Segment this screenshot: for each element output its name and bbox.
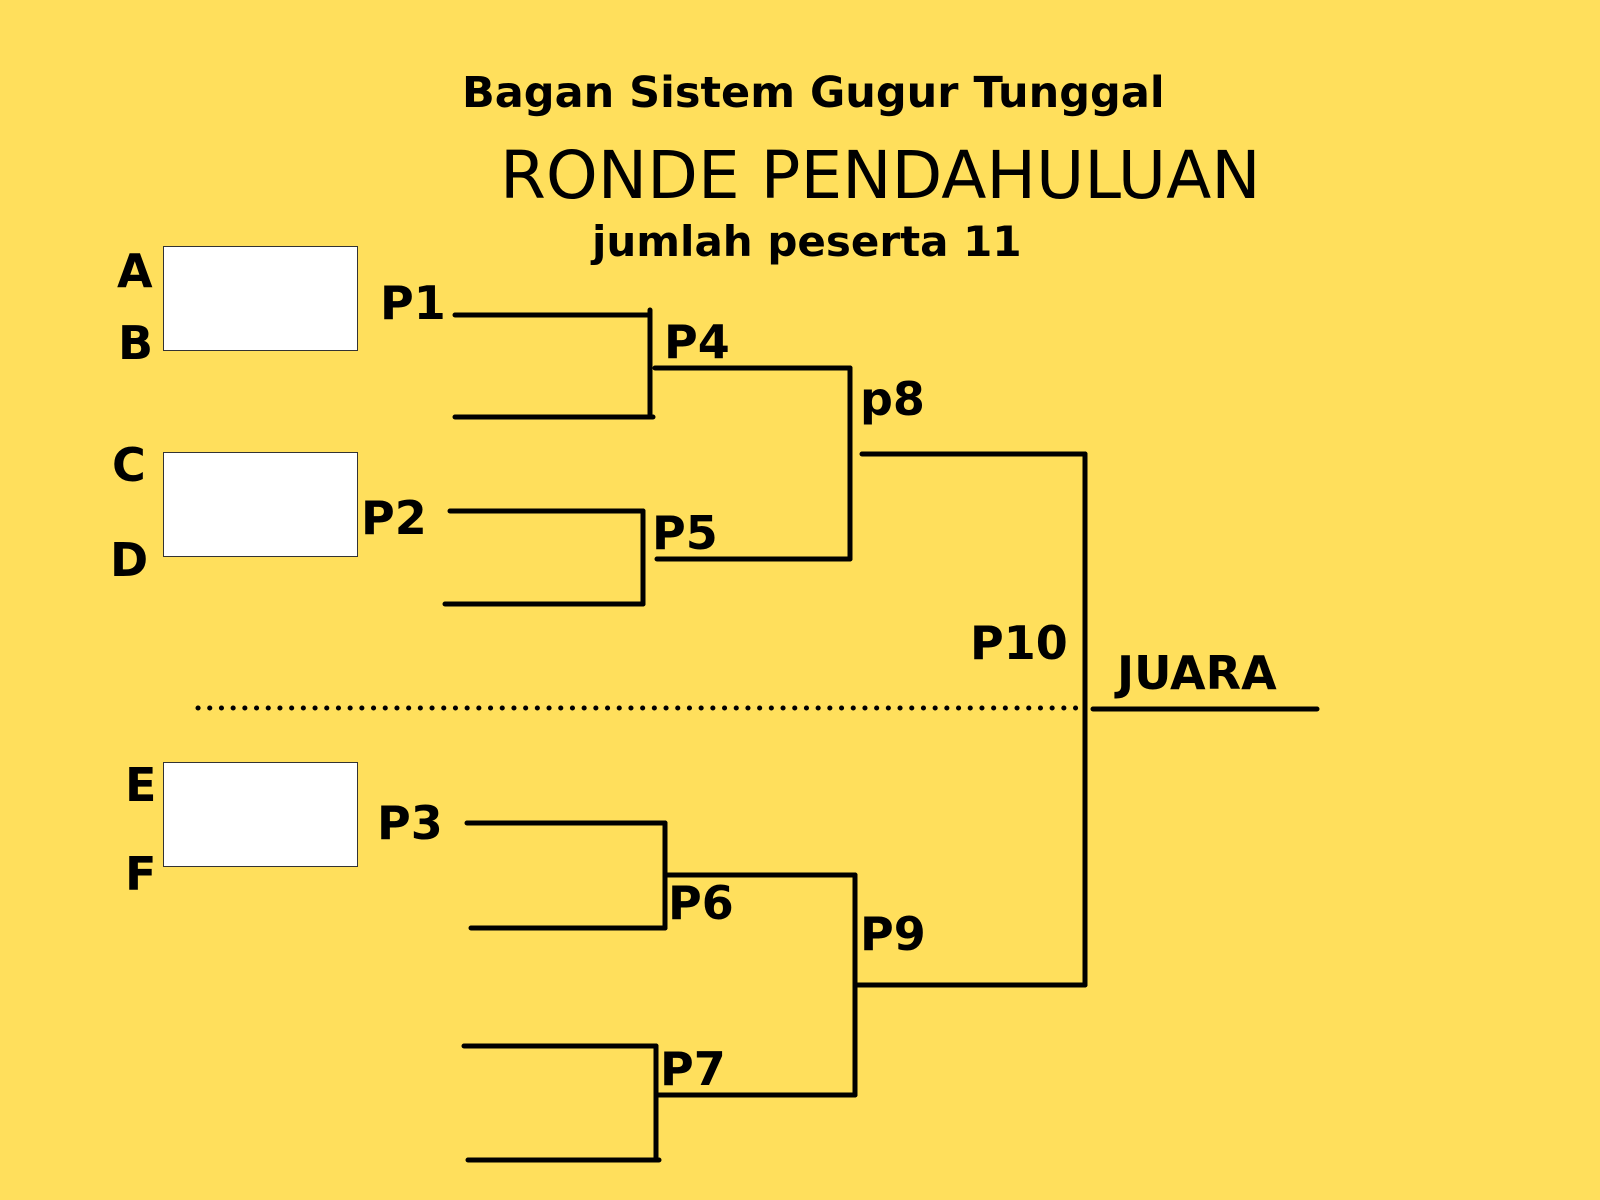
participant-box-cd: [163, 452, 358, 557]
match-label-p9: P9: [860, 907, 926, 961]
participant-box-ab: [163, 246, 358, 351]
participant-label-b: B: [118, 316, 154, 370]
participant-label-d: D: [110, 533, 149, 587]
match-label-p3: P3: [377, 796, 443, 850]
diagram-title: Bagan Sistem Gugur Tunggal: [462, 68, 1165, 118]
match-label-p2: P2: [361, 491, 427, 545]
match-label-p4: P4: [664, 315, 730, 369]
match-label-p7: P7: [660, 1042, 726, 1096]
participant-label-f: F: [125, 847, 157, 901]
match-label-p1: P1: [380, 276, 446, 330]
match-label-p8: p8: [860, 372, 925, 426]
match-label-p10: P10: [970, 616, 1068, 670]
match-label-p6: P6: [668, 876, 734, 930]
round-title: RONDE PENDAHULUAN: [500, 137, 1261, 214]
participant-label-a: A: [117, 244, 153, 298]
participant-box-ef: [163, 762, 358, 867]
participant-label-e: E: [125, 758, 157, 812]
participant-label-c: C: [112, 438, 146, 492]
champion-label: JUARA: [1117, 646, 1277, 700]
match-label-p5: P5: [652, 506, 718, 560]
participant-count: jumlah peserta 11: [592, 217, 1022, 266]
